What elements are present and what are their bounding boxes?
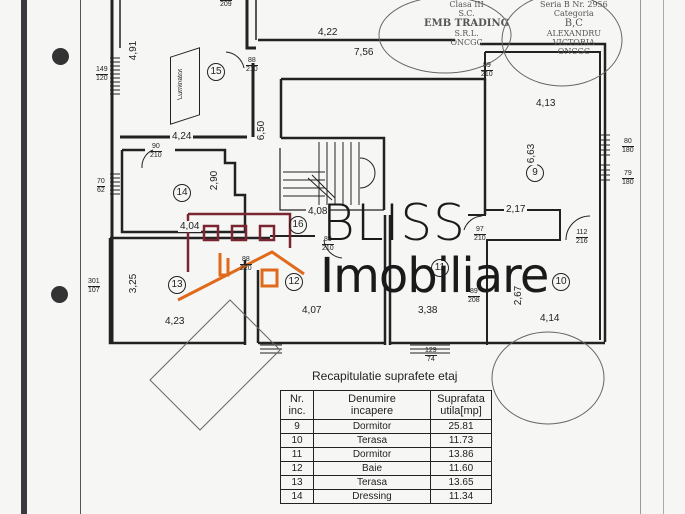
room-number-16: 16 [289, 216, 307, 234]
dimension-label: 3,38 [416, 305, 440, 316]
header-nr: Nr.inc. [280, 390, 314, 420]
dimension-label: 4,13 [534, 98, 558, 109]
room-number-12: 12 [285, 273, 303, 291]
stamp-emb-trading: Clasa III S.C. EMB TRADING S.R.L. ONCGC [424, 0, 510, 47]
room-number-15: 15 [207, 63, 225, 81]
margin-line [80, 0, 81, 514]
stamp-engineer: Seria B Nr. 2956 Categoria B,C ALEXANDRU… [540, 0, 608, 56]
page-border-right [640, 0, 641, 514]
brand-logo-title: BLISS [322, 194, 466, 252]
dimension-label: 7,56 [352, 47, 376, 58]
luminator-label: Luminator [177, 67, 185, 101]
punch-hole-top [52, 48, 69, 65]
room-number-11: 11 [431, 259, 449, 277]
dimension-label: 3,25 [128, 271, 140, 296]
dimension-label: 6,50 [256, 118, 268, 143]
dimension-label: 4,24 [170, 131, 194, 142]
room-number-10: 10 [552, 273, 570, 291]
dimension-label: 4,08 [306, 206, 330, 217]
page-border-right-outer [663, 0, 664, 514]
dimension-label: 4,07 [300, 305, 324, 316]
dimension-label: 2,17 [504, 204, 528, 215]
brand-logo-subtitle: Imobiliare [320, 248, 549, 304]
dimension-label: 6,63 [526, 141, 538, 166]
dimension-label: 4,22 [316, 27, 340, 38]
punch-hole-bottom [51, 286, 68, 303]
room-number-9: 9 [526, 164, 544, 182]
dimension-label: 4,91 [128, 38, 140, 63]
room-number-14: 14 [173, 184, 191, 202]
room-number-13: 13 [168, 276, 186, 294]
dimension-label: 4,23 [163, 316, 187, 327]
dimension-label: 2,90 [209, 168, 221, 193]
dimension-label: 4,04 [178, 221, 202, 232]
dimension-label: 4,14 [538, 313, 562, 324]
recap-table-title: Recapitulatie suprafete etaj [312, 369, 458, 383]
luminator-skylight: Luminator [170, 47, 200, 125]
opening-label: 209 [220, 0, 232, 8]
binder-edge [21, 0, 27, 514]
